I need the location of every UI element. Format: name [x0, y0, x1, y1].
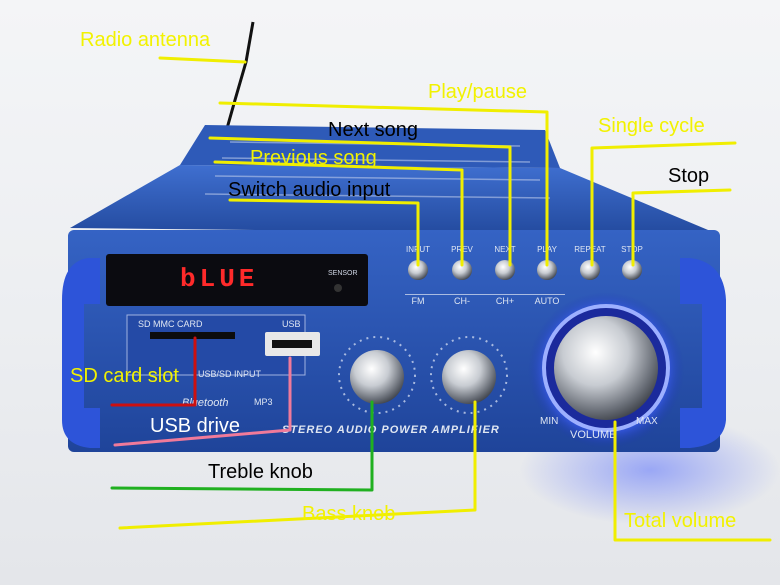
amplifier-top	[70, 165, 720, 235]
callout-radio-antenna: Radio antenna	[80, 29, 211, 51]
input-label: USB/SD INPUT	[198, 369, 262, 379]
callout-total-volume: Total volume	[624, 510, 736, 532]
callout-usb-drive: USB drive	[150, 415, 240, 437]
usb-port-inner	[272, 340, 312, 348]
ir-sensor-icon	[334, 284, 342, 292]
callout-sd-card-slot: SD card slot	[70, 365, 179, 387]
callout-next-song: Next song	[328, 119, 418, 141]
function-button-3[interactable]	[537, 260, 557, 280]
button-sublabel-2: CH+	[496, 296, 514, 306]
callout-single-cycle: Single cycle	[598, 115, 705, 137]
right-handle	[680, 258, 726, 448]
callout-play-pause: Play/pause	[428, 81, 527, 103]
bluetooth-label: Bluetooth	[182, 397, 228, 409]
sensor-label: SENSOR	[328, 270, 358, 277]
callout-treble-knob: Treble knob	[208, 461, 313, 483]
function-button-2[interactable]	[495, 260, 515, 280]
function-button-0[interactable]	[408, 260, 428, 280]
callout-switch-audio-input: Switch audio input	[228, 179, 391, 201]
callout-stop: Stop	[668, 165, 709, 187]
left-handle	[62, 258, 100, 448]
volume-max-label: MAX	[636, 416, 658, 427]
antenna-wire	[224, 21, 255, 133]
button-label-2: NEXT	[494, 245, 515, 254]
button-sublabel-3: AUTO	[535, 296, 560, 306]
function-button-1[interactable]	[452, 260, 472, 280]
callout-previous-song: Previous song	[250, 147, 377, 169]
volume-knob[interactable]	[554, 316, 658, 420]
button-sublabel-1: CH-	[454, 296, 470, 306]
usb-label: USB	[282, 319, 301, 329]
function-button-4[interactable]	[580, 260, 600, 280]
treble-knob[interactable]	[338, 336, 416, 414]
function-button-5[interactable]	[622, 260, 642, 280]
display-text: bLUE	[180, 264, 258, 294]
button-underline	[405, 294, 565, 295]
amplifier-label: STEREO AUDIO POWER AMPLIFIER	[282, 424, 500, 436]
callout-lines	[110, 56, 772, 542]
volume-min-label: MIN	[540, 416, 558, 427]
button-label-4: REPEAT	[574, 245, 606, 254]
volume-label: VOLUME	[570, 429, 616, 441]
sd-card-slot[interactable]	[150, 332, 235, 339]
mp3-label: MP3	[254, 397, 273, 407]
sd-label: SD MMC CARD	[138, 319, 203, 329]
amplifier-top-back	[180, 125, 560, 168]
callout-bass-knob: Bass knob	[302, 503, 395, 525]
bass-knob[interactable]	[430, 336, 508, 414]
button-sublabel-0: FM	[412, 296, 425, 306]
display-panel	[106, 254, 368, 306]
